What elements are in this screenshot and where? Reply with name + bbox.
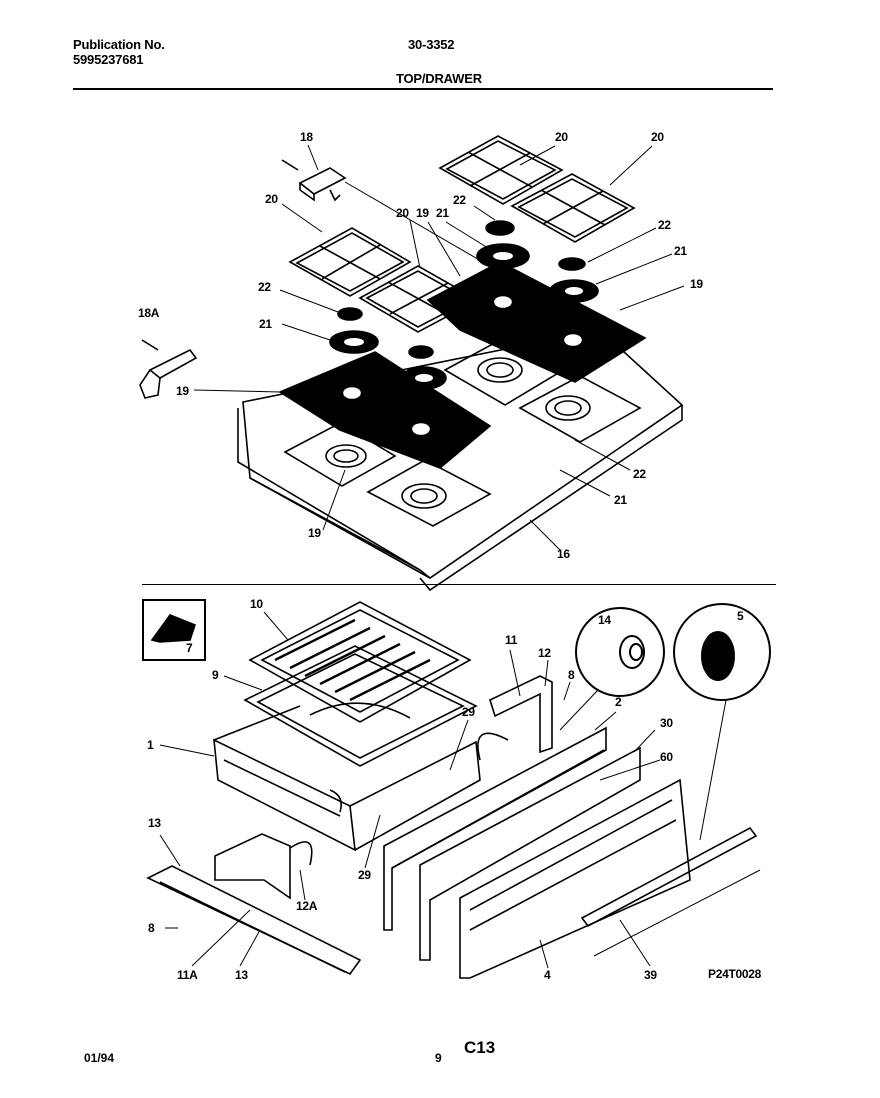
part-label: 5 [737,609,744,623]
footer-date: 01/94 [84,1051,115,1065]
part-label: 30 [660,716,673,730]
grate-left-2 [358,265,480,333]
grate-left-1 [288,227,412,297]
bracket-18a [139,339,198,399]
rack-slide-13 [146,865,362,976]
part-label: 22 [658,218,671,232]
publication-label: Publication No. [73,37,165,52]
inset-box-7 [142,599,206,661]
part-label: 19 [308,526,321,540]
part-label: 11 [505,633,518,647]
part-label: 8 [568,668,575,682]
part-label: 22 [453,193,466,207]
burner-plate-left [278,351,492,469]
drawer-panel-2 [383,726,607,931]
grate-right-2 [510,173,636,243]
part-label: 2 [615,695,622,709]
figure-id: C13 [464,1038,496,1057]
part-label: 9 [212,668,219,682]
part-label: 21 [674,244,687,258]
part-label: 13 [148,816,161,830]
footer-page: 9 [435,1051,442,1065]
trim-strip-39 [580,826,761,957]
burner-plate-right [426,261,647,383]
detail-circle-5 [673,603,771,701]
part-label: 39 [644,968,657,982]
cooktop-main-top [237,329,684,592]
part-label: 4 [544,968,551,982]
part-label: 29 [358,868,371,882]
part-label: 22 [633,467,646,481]
part-label: 21 [436,206,449,220]
part-label: 7 [186,641,193,655]
diagram-code: P24T0028 [708,967,761,981]
hinge-18 [281,159,347,202]
part-label: 21 [614,493,627,507]
detail-circle-14 [575,607,665,697]
bracket-12 [477,675,553,761]
publication-number: 5995237681 [73,52,144,67]
part-label: 12 [538,646,551,660]
part-label: 18A [138,306,160,320]
part-label: 12A [296,899,318,913]
part-label: 22 [258,280,271,294]
section-title: TOP/DRAWER [396,71,482,86]
drawer-panel-4 [459,778,691,979]
part-label: 14 [598,613,611,627]
burner-caps [329,220,599,390]
part-label: 19 [176,384,189,398]
part-label: 19 [416,206,429,220]
part-label: 29 [462,705,475,719]
part-label: 13 [235,968,248,982]
part-label: 11A [177,968,198,982]
part-label: 18 [300,130,313,144]
broiler-insert-10 [248,601,472,723]
drawer-panel-30 [419,746,641,961]
bracket-12a [214,833,313,900]
part-label: 60 [660,750,673,764]
section-divider [142,584,776,585]
part-label: 8 [148,921,155,935]
part-label: 16 [557,547,570,561]
part-label: 20 [555,130,568,144]
part-label: 1 [147,738,154,752]
part-label: 20 [651,130,664,144]
header-rule [73,88,773,90]
part-label: 20 [265,192,278,206]
part-label: 10 [250,597,263,611]
grate-right-1 [438,135,564,205]
broiler-pan-9 [243,645,478,767]
part-label: 20 [396,206,409,220]
part-label: 21 [259,317,272,331]
drawer-body-1 [213,705,481,852]
model-number: 30-3352 [408,37,455,52]
part-label: 19 [690,277,703,291]
